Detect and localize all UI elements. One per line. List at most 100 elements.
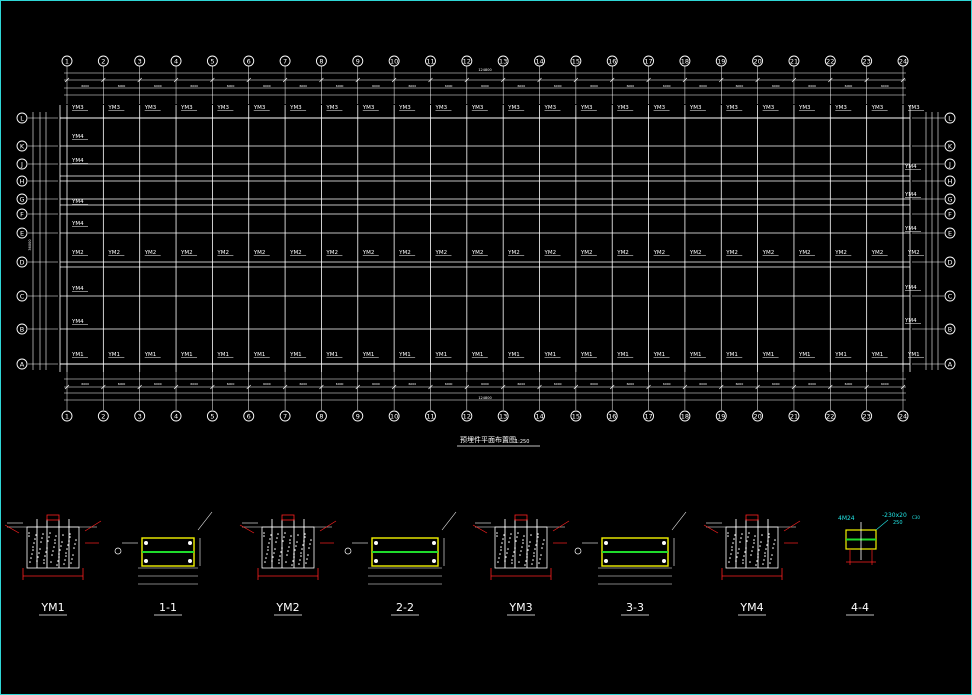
embed-label: YM3 (798, 105, 811, 111)
embed-label: YM2 (616, 250, 629, 256)
axis-label: 22 (826, 412, 834, 420)
embed-ym4-right: YM4 (904, 192, 921, 198)
bottom-span-dim: 6000 (118, 382, 126, 386)
axis-label: 8 (319, 57, 323, 65)
axis-label: 7 (283, 57, 287, 65)
embed-label: YM2 (580, 250, 593, 256)
embed-label: YM2 (180, 250, 193, 256)
embed-label: YM2 (653, 250, 666, 256)
embed-ym3-8: YM3 (325, 105, 343, 111)
embed-label: YM1 (71, 352, 84, 358)
embed-label: YM2 (253, 250, 266, 256)
axis-bubble-top-5: 5 (206, 55, 218, 67)
axis-bubble-bottom-7: 7 (279, 410, 291, 422)
axis-bubble-bottom-17: 17 (643, 410, 655, 422)
axis-label: A (20, 360, 25, 368)
embed-ym1-4: YM1 (180, 352, 198, 358)
axis-bubble-bottom-5: 5 (206, 410, 218, 422)
axis-bubble-top-20: 20 (752, 55, 764, 67)
bottom-span-dim: 6000 (481, 382, 489, 386)
embed-ym1-21: YM1 (798, 352, 815, 358)
embed-labels: YM3YM2YM1YM3YM2YM1YM3YM2YM1YM3YM2YM1YM3Y… (71, 105, 924, 358)
embed-ym3-4: YM3 (180, 105, 198, 111)
top-span-dim: 6000 (445, 84, 453, 88)
axis-label: 14 (535, 412, 543, 420)
embed-ym3-2: YM3 (107, 105, 125, 111)
embed-label: YM3 (325, 105, 338, 111)
top-span-dim: 6000 (590, 84, 598, 88)
embed-label: YM3 (653, 105, 666, 111)
embed-ym4-right: YM4 (904, 285, 921, 291)
axis-label: 16 (608, 412, 616, 420)
embed-ym4-left: YM4 (71, 199, 88, 205)
embed-label: YM2 (871, 250, 884, 256)
bottom-span-dim: 6000 (263, 382, 271, 386)
embed-label: YM1 (180, 352, 193, 358)
axis-label: H (20, 177, 25, 185)
embed-label: YM3 (289, 105, 302, 111)
embed-ym4-left: YM4 (71, 286, 88, 292)
detail-ym4 (703, 514, 801, 580)
axis-label: G (947, 195, 952, 203)
embed-label: YM3 (144, 105, 157, 111)
axis-label: 9 (356, 412, 360, 420)
embed-label: YM1 (253, 352, 266, 358)
axis-label: 11 (426, 57, 434, 65)
axis-label: B (948, 325, 952, 333)
embed-label: YM3 (616, 105, 629, 111)
grid-lines (59, 105, 911, 372)
axis-label: 3 (138, 412, 142, 420)
top-span-dim: 6000 (81, 84, 89, 88)
axis-label: 2 (101, 412, 105, 420)
embed-label: YM4 (71, 319, 84, 325)
axis-label: B (20, 325, 24, 333)
axis-label: K (20, 142, 25, 150)
embed-label: YM2 (725, 250, 738, 256)
axis-bubble-top-10: 10 (388, 55, 400, 67)
embed-ym1-9: YM1 (362, 352, 379, 358)
embed-ym3-16: YM3 (616, 105, 634, 111)
embed-ym1-7: YM1 (289, 352, 307, 358)
embed-ym2-5: YM2 (216, 250, 234, 256)
bottom-span-dim: 6000 (154, 382, 162, 386)
detail-44-thickness: 250 (893, 520, 903, 526)
axis-bubble-top-7: 7 (279, 55, 291, 67)
axis-label: 7 (283, 412, 287, 420)
embed-label: YM3 (434, 105, 447, 111)
detail-label-ym3: YM3 (508, 601, 532, 614)
embed-label: YM2 (798, 250, 811, 256)
embed-label: YM1 (580, 352, 593, 358)
axis-bubble-left-E: E (16, 227, 28, 239)
embed-label: YM2 (107, 250, 120, 256)
embed-label: YM1 (834, 352, 847, 358)
top-span-dim: 6000 (627, 84, 635, 88)
axis-label: 18 (681, 412, 689, 420)
axis-label: 20 (753, 57, 761, 65)
embed-ym3-18: YM3 (689, 105, 706, 111)
axis-bubble-top-1: 1 (61, 55, 73, 67)
embed-ym3-23: YM3 (871, 105, 888, 111)
embed-label: YM3 (71, 105, 84, 111)
axis-label: 6 (247, 412, 251, 420)
axis-label: 21 (790, 57, 798, 65)
top-span-dim: 6000 (336, 84, 344, 88)
top-span-dim: 6000 (736, 84, 744, 88)
axis-bubble-bottom-13: 13 (497, 410, 509, 422)
axis-bubble-bottom-24: 24 (897, 410, 909, 422)
axis-bubble-left-H: H (16, 175, 28, 187)
axis-bubble-right-H: H (944, 175, 956, 187)
embed-label: YM4 (904, 285, 917, 291)
axis-label: 15 (572, 412, 580, 420)
axis-label: 19 (717, 412, 725, 420)
embed-ym3-10: YM3 (398, 105, 416, 111)
axis-label: 4 (174, 57, 178, 65)
embed-ym1-14: YM1 (544, 352, 561, 358)
top-span-dim: 6000 (263, 84, 271, 88)
embed-label: YM4 (71, 158, 84, 164)
axis-label: 24 (899, 412, 907, 420)
embed-label: YM2 (362, 250, 375, 256)
embed-ym3-7: YM3 (289, 105, 307, 111)
